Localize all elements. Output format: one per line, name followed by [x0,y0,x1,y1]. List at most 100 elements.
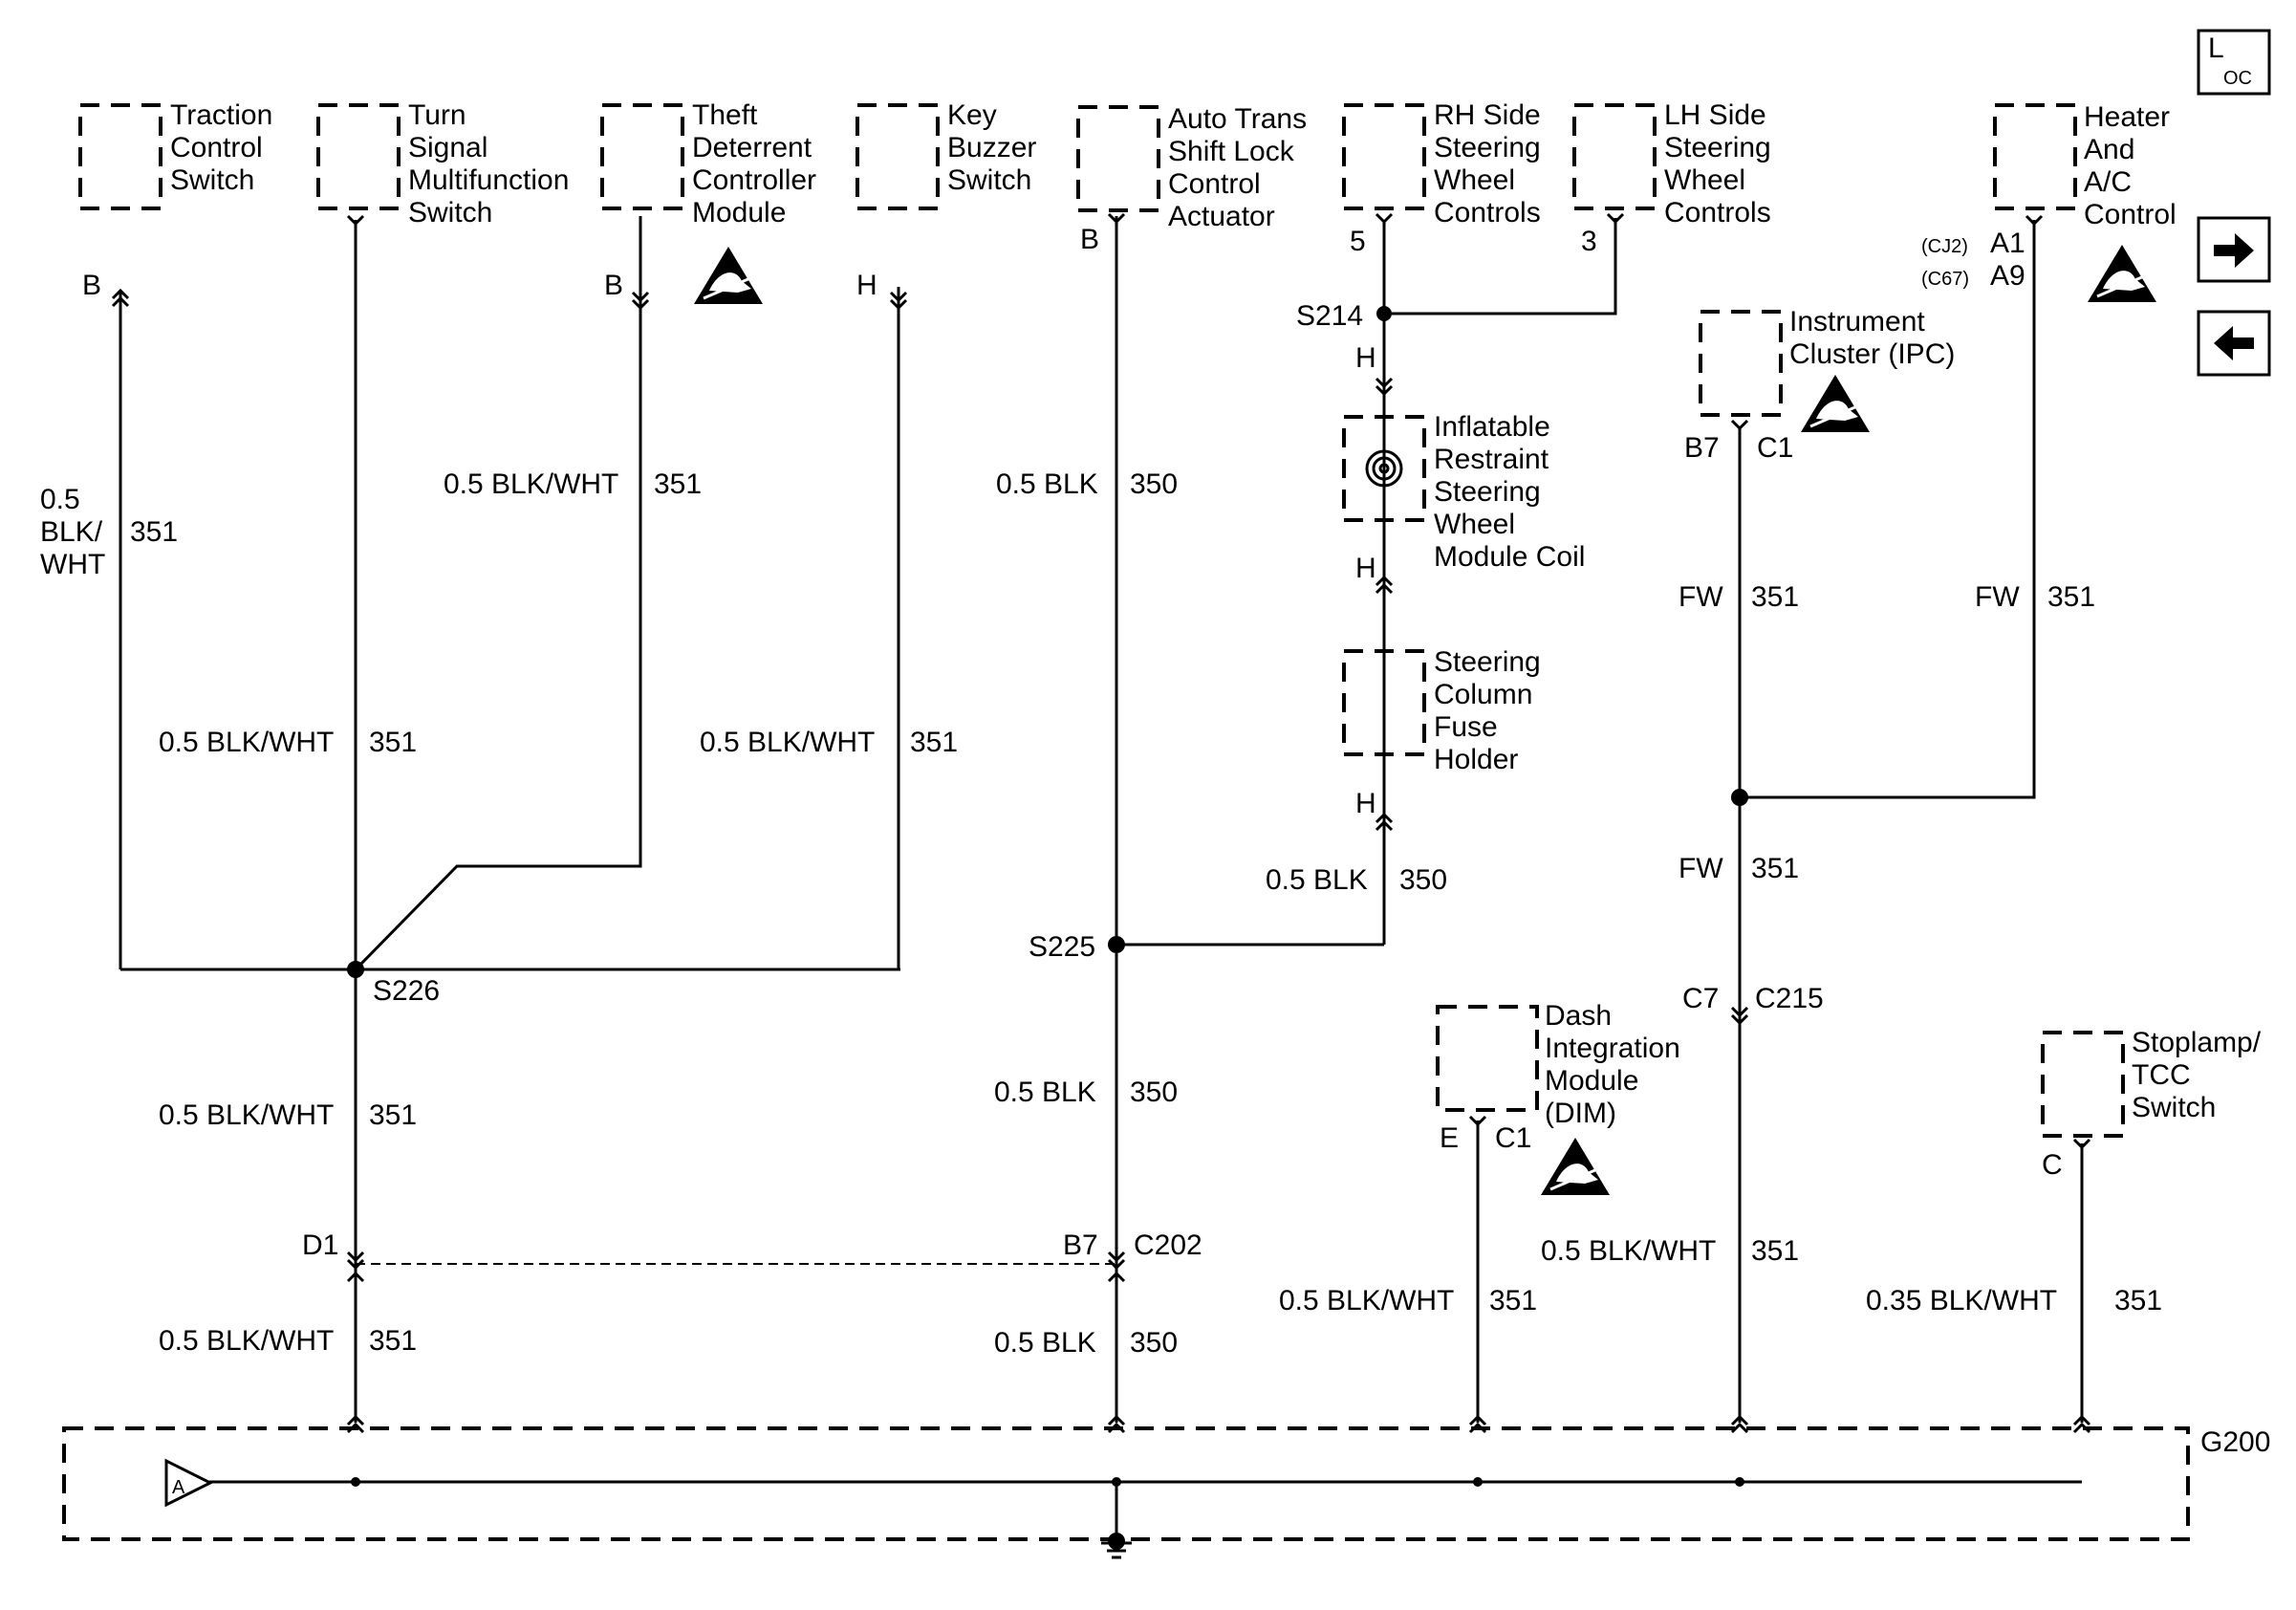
wire-label-turn-signal: 0.5 BLK/WHT 351 [159,727,417,758]
connector-label: C215 [1755,983,1824,1014]
svg-text:0.35 BLK/WHT: 0.35 BLK/WHT [1866,1285,2057,1316]
splice-s226-dot [347,961,364,978]
wire-label-ipc: FW 351 [1679,581,1799,613]
hvac-control-box [1993,103,2077,210]
arrow-left-icon [2214,326,2254,360]
svg-text:FW: FW [1975,581,2020,613]
svg-text:351: 351 [2047,581,2095,613]
turn-signal-label: Turn Signal Multifunction Switch [408,99,569,228]
svg-text:Module: Module [1545,1065,1638,1097]
stoplamp-label: Stoplamp/ TCC Switch [2132,1027,2262,1123]
svg-text:Steering: Steering [1434,646,1541,678]
esd-warning-icon [692,245,765,306]
pin-label: A1 [1990,228,2025,259]
pin-label: B [82,270,101,301]
pin-label: H [1355,788,1376,819]
svg-text:Cluster (IPC): Cluster (IPC) [1789,338,1955,370]
svg-text:A/C: A/C [2084,166,2132,198]
svg-text:Wheel: Wheel [1434,164,1515,196]
ground-label: G200 [2200,1426,2270,1458]
arrow-right-icon [2214,233,2254,268]
svg-text:Shift Lock: Shift Lock [1168,136,1295,167]
splice-ipc-hvac-dot [1731,789,1748,806]
wire-label-c215-lower: 0.5 BLK/WHT 351 [1541,1235,1799,1267]
svg-text:Control: Control [2084,199,2177,230]
svg-text:Control: Control [1168,168,1261,200]
svg-text:350: 350 [1130,468,1178,500]
svg-text:TCC: TCC [2132,1059,2191,1091]
svg-text:Wheel: Wheel [1434,509,1515,540]
shift-lock-actuator-box [1076,105,1160,212]
svg-text:Module Coil: Module Coil [1434,541,1585,573]
svg-text:0.5 BLK: 0.5 BLK [994,1327,1096,1359]
svg-text:Controls: Controls [1434,197,1541,228]
svg-text:Wheel: Wheel [1664,164,1745,196]
svg-text:FW: FW [1679,853,1723,884]
pin-label: A9 [1990,260,2025,292]
lh-steering-label: LH Side Steering Wheel Controls [1664,99,1771,228]
svg-text:0.5 BLK/WHT: 0.5 BLK/WHT [159,727,334,758]
splice-label: S225 [1029,931,1095,963]
connector-label: C1 [1757,432,1793,464]
loc-button[interactable] [2197,29,2271,96]
svg-text:350: 350 [1399,864,1447,896]
ground-ref-label: A [172,1477,185,1498]
svg-text:Heater: Heater [2084,101,2170,133]
svg-text:0.5 BLK/WHT: 0.5 BLK/WHT [444,468,618,500]
pin-label: H [1355,553,1376,584]
svg-text:351: 351 [369,727,417,758]
shift-lock-label: Auto Trans Shift Lock Control Actuator [1168,103,1307,232]
svg-text:Holder: Holder [1434,744,1518,775]
traction-control-label: Traction Control Switch [170,99,272,196]
wire-label-dim: 0.5 BLK/WHT 351 [1279,1285,1537,1316]
esd-warning-icon [1539,1136,1612,1197]
svg-text:Steering: Steering [1434,476,1541,508]
connector-label: C202 [1134,1229,1202,1261]
svg-text:0.5 BLK/WHT: 0.5 BLK/WHT [1279,1285,1454,1316]
svg-text:Buzzer: Buzzer [947,132,1036,163]
svg-text:Stoplamp/: Stoplamp/ [2132,1027,2262,1058]
svg-text:0.5 BLK/WHT: 0.5 BLK/WHT [159,1325,334,1357]
svg-text:351: 351 [654,468,702,500]
svg-text:(DIM): (DIM) [1545,1098,1616,1129]
svg-text:LH Side: LH Side [1664,99,1766,131]
svg-text:Integration: Integration [1545,1033,1680,1064]
svg-text:Switch: Switch [2132,1092,2216,1123]
svg-text:Actuator: Actuator [1168,201,1275,232]
svg-text:0.5: 0.5 [40,484,80,515]
ground-g200-box [62,1426,2190,1541]
wire-label-key-buzzer: 0.5 BLK/WHT 351 [700,727,958,758]
key-buzzer-label: Key Buzzer Switch [947,99,1036,196]
pin-label: D1 [302,1229,338,1261]
svg-text:351: 351 [1751,853,1799,884]
svg-text:Auto Trans: Auto Trans [1168,103,1307,135]
esd-warning-icon [1799,373,1872,434]
svg-text:0.5 BLK/WHT: 0.5 BLK/WHT [1541,1235,1716,1267]
svg-text:Steering: Steering [1664,132,1771,163]
theft-deterrent-module-box [600,103,684,210]
svg-text:Switch: Switch [947,164,1031,196]
esd-warning-icon [2086,243,2158,304]
svg-text:0.5 BLK: 0.5 BLK [994,1077,1096,1108]
svg-text:Controller: Controller [692,164,816,196]
pin-label: C [2042,1149,2063,1181]
theft-deterrent-label: Theft Deterrent Controller Module [692,99,816,228]
wire-label-c202-right: 0.5 BLK 350 [994,1327,1178,1359]
fuse-holder-label: Steering Column Fuse Holder [1434,646,1541,775]
svg-text:Switch: Switch [170,164,254,196]
svg-text:350: 350 [1130,1077,1178,1108]
svg-text:351: 351 [2114,1285,2162,1316]
pin-label: 5 [1350,226,1366,257]
wire-label-stoplamp: 0.35 BLK/WHT 351 [1866,1285,2162,1316]
splice-s225-dot [1108,936,1125,953]
svg-text:Fuse: Fuse [1434,711,1498,743]
pin-tag: (CJ2) [1921,236,1968,257]
pin-label: C7 [1682,983,1719,1014]
svg-text:351: 351 [130,516,178,548]
svg-text:351: 351 [1751,1235,1799,1267]
connector-label: C1 [1495,1122,1531,1154]
rh-steering-wheel-controls-box [1342,103,1426,210]
wire-label-s226-down: 0.5 BLK/WHT 351 [159,1099,417,1131]
svg-text:Signal: Signal [408,132,487,163]
